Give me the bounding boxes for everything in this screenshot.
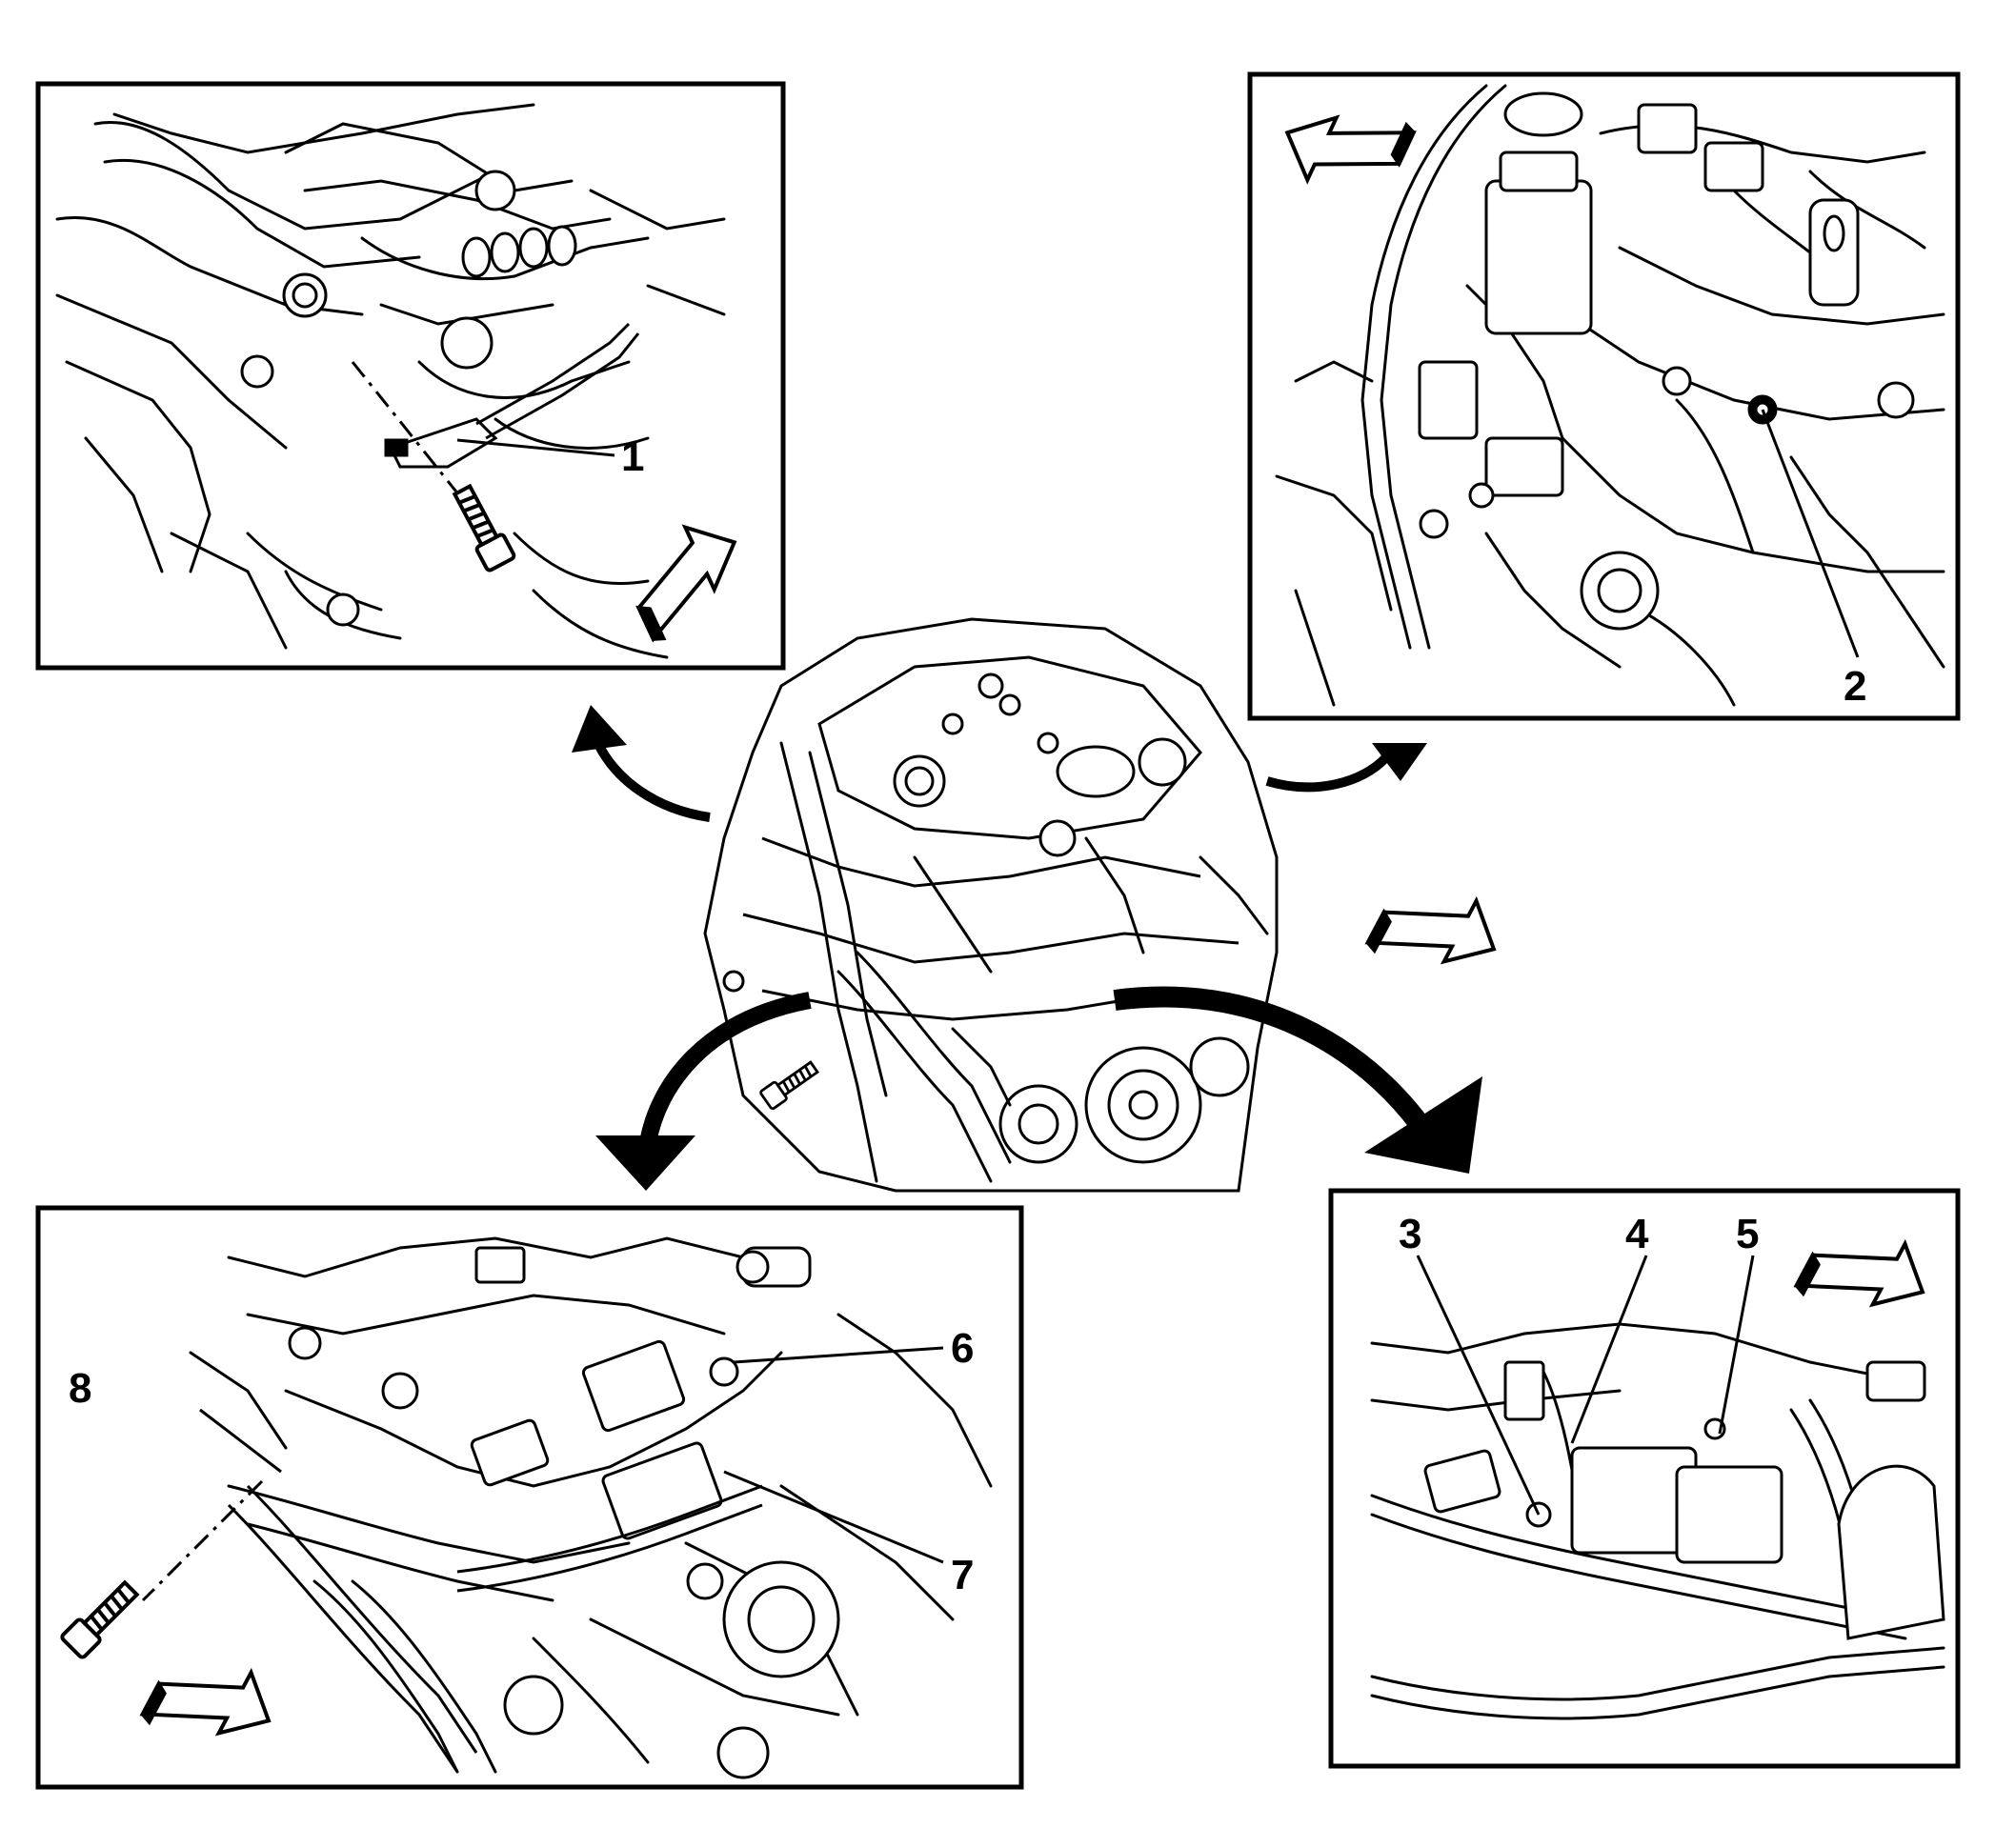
detail-panel-1: 1 xyxy=(35,81,786,671)
callout-3: 3 xyxy=(1399,1211,1421,1257)
curved-arrow-to-panel-4 xyxy=(1113,986,1482,1174)
callout-1: 1 xyxy=(621,433,644,480)
callout-8: 8 xyxy=(69,1365,91,1412)
detail-panel-2: 2 xyxy=(1247,71,1961,721)
curved-arrow-to-panel-2 xyxy=(1265,743,1427,793)
curved-arrow-to-panel-1 xyxy=(572,705,711,822)
callout-2: 2 xyxy=(1844,663,1866,710)
detail-panel-4: 3 4 5 xyxy=(1328,1188,1961,1769)
center-engine xyxy=(703,617,1279,1193)
callout-6: 6 xyxy=(951,1325,974,1372)
direction-arrow-icon xyxy=(1366,865,1510,999)
curved-arrow-to-panel-3 xyxy=(595,992,812,1191)
callout-7: 7 xyxy=(951,1552,974,1598)
callout-4: 4 xyxy=(1625,1211,1649,1257)
detail-panel-3: 8 6 7 xyxy=(35,1205,1024,1790)
callout-5: 5 xyxy=(1736,1211,1759,1257)
